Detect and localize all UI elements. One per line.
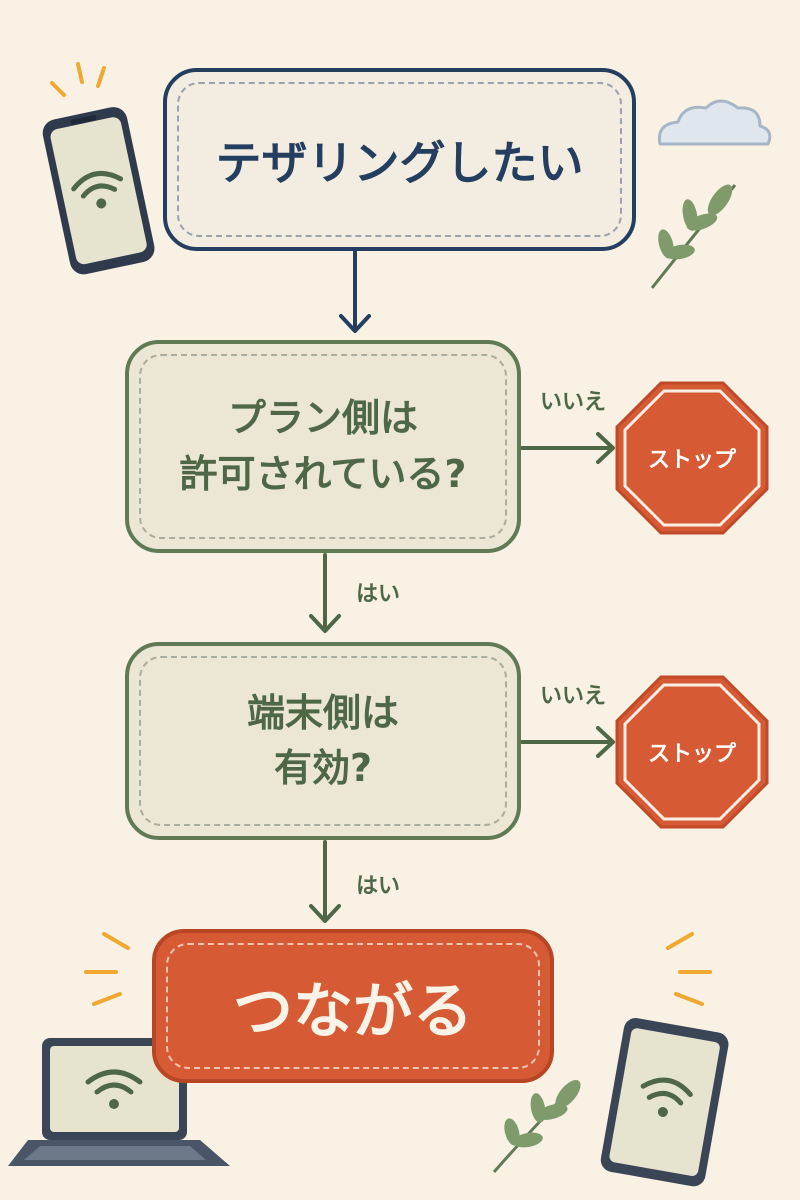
edge-label-q1-no: いいえ <box>540 390 607 415</box>
cloud-icon <box>657 99 772 146</box>
sparkle-lines <box>50 62 106 97</box>
edge-label-q1-yes: はい <box>356 582 401 607</box>
question-device-line1: 端末側は <box>246 690 399 735</box>
leaf-branch-icon <box>650 184 737 289</box>
stop-label-1: ストップ <box>647 448 736 473</box>
arrow-q1-no <box>520 432 615 464</box>
question-node-plan: プラン側は 許可されている? <box>125 340 521 553</box>
start-node: テザリングしたい <box>163 68 636 251</box>
stop-label-2: ストップ <box>647 742 736 767</box>
laptop-wifi-icon <box>8 1038 230 1166</box>
question-plan-line1: プラン側は <box>227 396 418 441</box>
stop-sign-icon <box>615 381 769 535</box>
edge-label-q2-no: いいえ <box>540 684 607 709</box>
end-node-label: つながる <box>233 976 473 1047</box>
stop-sign-icon <box>615 675 769 829</box>
question-node-device: 端末側は 有効? <box>125 642 521 840</box>
start-node-label: テザリングしたい <box>215 135 584 190</box>
edge-label-q2-yes: はい <box>356 874 401 899</box>
leaf-branch-icon <box>492 1079 581 1173</box>
arrow-q2-no <box>520 726 615 758</box>
sparkle-lines <box>84 932 712 1006</box>
arrow-q1-yes <box>309 553 341 633</box>
arrow-start-to-q1 <box>339 250 371 333</box>
question-device-line2: 有効? <box>273 746 373 790</box>
arrow-q2-yes <box>309 840 341 923</box>
question-plan-line2: 許可されている? <box>179 451 467 496</box>
tablet-wifi-icon <box>600 1018 729 1187</box>
end-node: つながる <box>152 929 554 1083</box>
smartphone-wifi-icon <box>42 107 155 275</box>
